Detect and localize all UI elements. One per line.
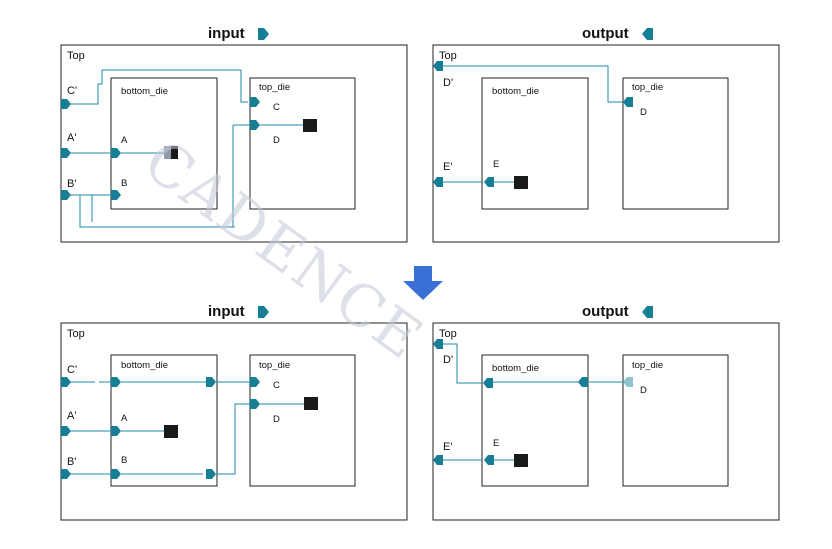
- panel-title: output: [582, 303, 629, 320]
- bottom-die-pin-c[interactable]: [111, 377, 121, 387]
- port-c-pin[interactable]: [61, 377, 71, 387]
- top-label: Top: [439, 328, 457, 340]
- panel-title: input: [208, 25, 245, 42]
- port-d-pin[interactable]: [433, 61, 443, 71]
- bottom-die-pin-d[interactable]: [483, 378, 493, 388]
- port-a-pin[interactable]: [61, 148, 71, 158]
- pin-d-label: D: [273, 414, 280, 425]
- down-arrow-icon: [403, 266, 443, 300]
- cell-block: [164, 425, 178, 438]
- output-port-icon: [642, 306, 653, 318]
- bottom-die-pin-e[interactable]: [484, 177, 494, 187]
- watermark: CADENCE: [132, 126, 436, 373]
- pin-e-label: E: [493, 438, 499, 449]
- port-a-label: A': [67, 132, 76, 144]
- top-die-block: [622, 77, 729, 210]
- top-label: Top: [439, 50, 457, 62]
- pin-b-label: B: [121, 455, 127, 466]
- top-label: Top: [67, 50, 85, 62]
- bottom-die-pin-d-in[interactable]: [578, 377, 588, 387]
- port-d-label: D': [443, 77, 453, 89]
- pin-a-label: A: [121, 413, 128, 424]
- pin-e-label: E: [493, 159, 499, 170]
- bottom-die-pin-a[interactable]: [111, 148, 121, 158]
- bottom-die-block: [110, 77, 218, 210]
- top-die-block: [249, 354, 356, 487]
- pin-d-label: D: [640, 385, 647, 396]
- top-die-pin-d[interactable]: [623, 377, 633, 387]
- input-port-icon: [258, 28, 269, 40]
- cell-block: [303, 119, 317, 132]
- panel-after-output: output Top bottom_die top_die D' E' E D: [432, 303, 780, 521]
- port-e-pin[interactable]: [433, 455, 443, 465]
- top-block: [432, 322, 780, 521]
- pin-d-label: D: [273, 135, 280, 146]
- bottom-die-pin-e[interactable]: [484, 455, 494, 465]
- port-b-label: B': [67, 178, 76, 190]
- port-a-label: A': [67, 410, 76, 422]
- bottom-die-pin-c-out[interactable]: [206, 377, 216, 387]
- port-b-label: B': [67, 456, 76, 468]
- port-d-label: D': [443, 354, 453, 366]
- bottom-die-label: bottom_die: [121, 360, 168, 371]
- top-die-pin-d[interactable]: [250, 120, 260, 130]
- port-b-pin[interactable]: [61, 469, 71, 479]
- pin-c-label: C: [273, 380, 280, 391]
- port-c-label: C': [67, 85, 77, 97]
- panel-before-output: output Top bottom_die top_die D' E' E D: [432, 25, 780, 243]
- bottom-die-pin-a[interactable]: [111, 426, 121, 436]
- pin-d-label: D: [640, 107, 647, 118]
- port-a-pin[interactable]: [61, 426, 71, 436]
- bottom-die-block: [481, 354, 589, 487]
- top-die-pin-d[interactable]: [250, 399, 260, 409]
- port-c-pin[interactable]: [61, 99, 71, 109]
- bottom-die-label: bottom_die: [492, 363, 539, 374]
- bottom-die-pin-b[interactable]: [111, 190, 121, 200]
- bottom-die-label: bottom_die: [492, 86, 539, 97]
- cell-block: [514, 454, 528, 467]
- pin-b-label: B: [121, 178, 127, 189]
- top-die-label: top_die: [259, 360, 290, 371]
- wires: [70, 381, 304, 475]
- top-die-label: top_die: [632, 360, 663, 371]
- top-die-pin-d[interactable]: [623, 97, 633, 107]
- bottom-die-block: [481, 77, 589, 210]
- pin-c-label: C: [273, 102, 280, 113]
- top-die-block: [622, 354, 729, 487]
- wires: [442, 343, 624, 461]
- input-port-icon: [258, 306, 269, 318]
- top-die-block: [249, 77, 356, 210]
- bottom-die-label: bottom_die: [121, 86, 168, 97]
- bottom-die-pin-b-out[interactable]: [206, 469, 216, 479]
- panel-before-input: input Top bottom_die top_die C' A' B' A …: [60, 25, 408, 243]
- wires: [442, 65, 625, 183]
- pin-a-label: A: [121, 135, 128, 146]
- top-die-label: top_die: [632, 82, 663, 93]
- port-d-pin[interactable]: [433, 339, 443, 349]
- cell-block: [304, 397, 318, 410]
- top-label: Top: [67, 328, 85, 340]
- bottom-die-pin-b[interactable]: [111, 469, 121, 479]
- top-die-pin-c[interactable]: [250, 97, 260, 107]
- port-e-label: E': [443, 441, 452, 453]
- top-die-label: top_die: [259, 82, 290, 93]
- port-c-label: C': [67, 364, 77, 376]
- panel-title: input: [208, 303, 245, 320]
- wires: [70, 69, 303, 228]
- cell-block: [171, 146, 178, 159]
- port-e-pin[interactable]: [433, 177, 443, 187]
- bottom-die-block: [110, 354, 218, 487]
- port-b-pin[interactable]: [61, 190, 71, 200]
- panel-after-input: input Top bottom_die top_die C' A' B' A …: [60, 303, 408, 521]
- top-die-pin-c[interactable]: [250, 377, 260, 387]
- panel-title: output: [582, 25, 629, 42]
- top-block: [60, 44, 408, 243]
- cell-block-partial: [164, 146, 171, 159]
- output-port-icon: [642, 28, 653, 40]
- cell-block: [514, 176, 528, 189]
- port-e-label: E': [443, 161, 452, 173]
- top-block: [60, 322, 408, 521]
- top-block: [432, 44, 780, 243]
